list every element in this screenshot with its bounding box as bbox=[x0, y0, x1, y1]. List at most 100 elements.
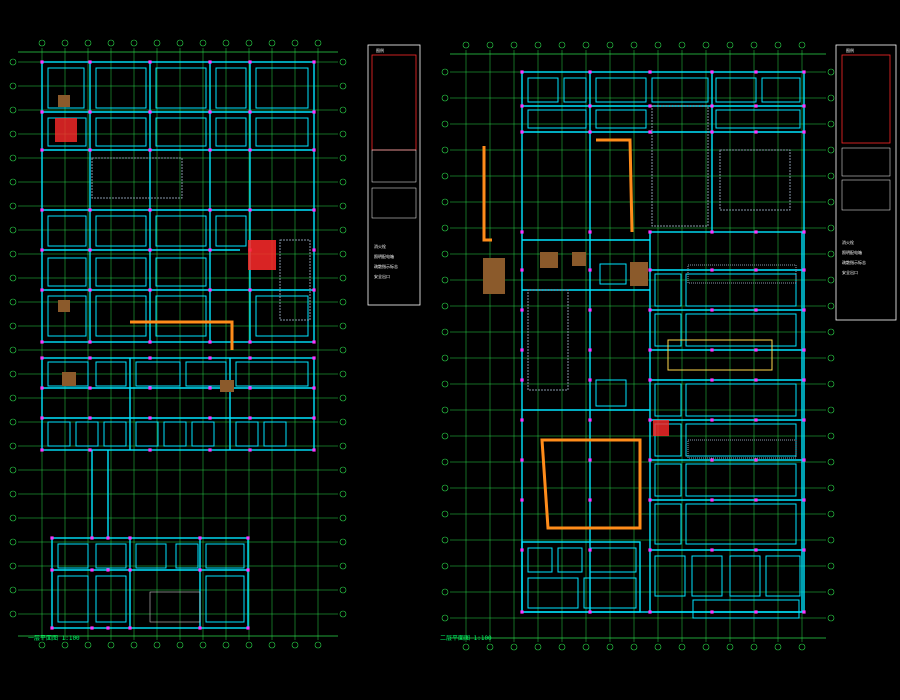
structural-column bbox=[710, 70, 714, 74]
structural-column bbox=[312, 386, 316, 390]
room-partition bbox=[715, 109, 801, 129]
axis-bubble-right bbox=[827, 354, 835, 362]
room-partition bbox=[215, 67, 247, 109]
room-partition bbox=[527, 577, 579, 609]
room-partition bbox=[135, 421, 159, 447]
room-partition bbox=[57, 543, 89, 569]
axis-bubble-bottom bbox=[84, 641, 92, 649]
axis-bubble-left bbox=[9, 586, 17, 594]
structural-column bbox=[128, 568, 132, 572]
structural-column bbox=[588, 418, 592, 422]
structural-column bbox=[208, 416, 212, 420]
structural-column bbox=[208, 60, 212, 64]
structural-column bbox=[312, 356, 316, 360]
room-partition bbox=[135, 543, 167, 569]
left-legend-note-2: 照明配电箱 bbox=[374, 253, 394, 259]
left-plan-caption: 一层平面图 1:100 bbox=[28, 635, 80, 642]
structural-column bbox=[208, 288, 212, 292]
structural-column bbox=[88, 248, 92, 252]
axis-bubble-right bbox=[827, 224, 835, 232]
room-partition bbox=[589, 547, 637, 573]
axis-bubble-left bbox=[441, 614, 449, 622]
axis-bubble-top bbox=[486, 41, 494, 49]
right-legend-note-2: 照明配电箱 bbox=[842, 249, 862, 255]
right-legend-panel[interactable]: 图例 消火栓 照明配电箱 疏散指示标志 安全出口 bbox=[835, 44, 897, 321]
structural-column bbox=[754, 458, 758, 462]
axis-bubble-top bbox=[582, 41, 590, 49]
structural-column bbox=[588, 458, 592, 462]
structural-column bbox=[710, 418, 714, 422]
axis-bubble-bottom bbox=[510, 643, 518, 651]
axis-bubble-top bbox=[534, 41, 542, 49]
structural-column bbox=[198, 536, 202, 540]
room-partition bbox=[135, 361, 181, 387]
axis-bubble-right bbox=[339, 370, 347, 378]
right-plan-highlights bbox=[482, 105, 800, 619]
right-plan-axis-bubbles bbox=[441, 41, 835, 651]
axis-bubble-top bbox=[726, 41, 734, 49]
room-partition bbox=[715, 77, 757, 103]
room-partition bbox=[557, 547, 583, 573]
axis-bubble-left bbox=[9, 394, 17, 402]
axis-bubble-right bbox=[339, 298, 347, 306]
room-partition bbox=[654, 555, 686, 597]
structural-column bbox=[312, 60, 316, 64]
structural-column bbox=[248, 208, 252, 212]
structural-column bbox=[208, 148, 212, 152]
room-partition bbox=[155, 67, 207, 109]
structural-column bbox=[128, 536, 132, 540]
structural-column bbox=[588, 70, 592, 74]
room-partition bbox=[205, 575, 245, 623]
right-legend-note-4: 安全出口 bbox=[842, 269, 858, 275]
axis-bubble-top bbox=[61, 39, 69, 47]
structural-column bbox=[208, 356, 212, 360]
room-partition bbox=[595, 379, 627, 407]
axis-bubble-left bbox=[9, 106, 17, 114]
structural-column bbox=[754, 418, 758, 422]
structural-column bbox=[248, 356, 252, 360]
axis-bubble-right bbox=[827, 510, 835, 518]
structural-column bbox=[710, 378, 714, 382]
structural-column bbox=[248, 386, 252, 390]
axis-bubble-bottom bbox=[222, 641, 230, 649]
axis-bubble-left bbox=[441, 146, 449, 154]
room-partition bbox=[47, 421, 71, 447]
structural-column bbox=[588, 610, 592, 614]
structural-column bbox=[520, 610, 524, 614]
axis-bubble-top bbox=[462, 41, 470, 49]
left-floor-plan[interactable]: 一层平面图 1:100 bbox=[9, 39, 347, 649]
right-floor-plan[interactable]: 二层平面图 1:100 bbox=[440, 41, 835, 651]
left-legend-panel[interactable]: 图例 消火栓 照明配电箱 疏散指示标志 安全出口 bbox=[367, 44, 421, 306]
structural-column bbox=[802, 458, 806, 462]
structural-column bbox=[312, 288, 316, 292]
axis-bubble-top bbox=[606, 41, 614, 49]
axis-bubble-right bbox=[827, 94, 835, 102]
axis-bubble-right bbox=[339, 322, 347, 330]
room-partition bbox=[761, 77, 801, 103]
room-partition bbox=[57, 575, 89, 623]
structural-column bbox=[40, 340, 44, 344]
structural-column bbox=[208, 386, 212, 390]
axis-bubble-bottom bbox=[774, 643, 782, 651]
left-plan-rooms bbox=[47, 67, 309, 623]
structural-column bbox=[40, 148, 44, 152]
axis-bubble-right bbox=[339, 106, 347, 114]
room-partition bbox=[255, 67, 309, 109]
structural-column bbox=[648, 308, 652, 312]
right-symbol-box bbox=[841, 179, 891, 211]
structural-column bbox=[648, 498, 652, 502]
structural-column bbox=[208, 448, 212, 452]
axis-bubble-right bbox=[339, 418, 347, 426]
structural-column bbox=[90, 536, 94, 540]
structural-column bbox=[198, 568, 202, 572]
axis-bubble-right bbox=[827, 562, 835, 570]
left-plan-highlights bbox=[55, 95, 311, 623]
axis-bubble-right bbox=[827, 302, 835, 310]
axis-bubble-top bbox=[678, 41, 686, 49]
axis-bubble-top bbox=[702, 41, 710, 49]
axis-bubble-right bbox=[339, 610, 347, 618]
axis-bubble-left bbox=[441, 458, 449, 466]
room-partition bbox=[583, 577, 637, 609]
structural-column bbox=[754, 378, 758, 382]
axis-bubble-top bbox=[774, 41, 782, 49]
